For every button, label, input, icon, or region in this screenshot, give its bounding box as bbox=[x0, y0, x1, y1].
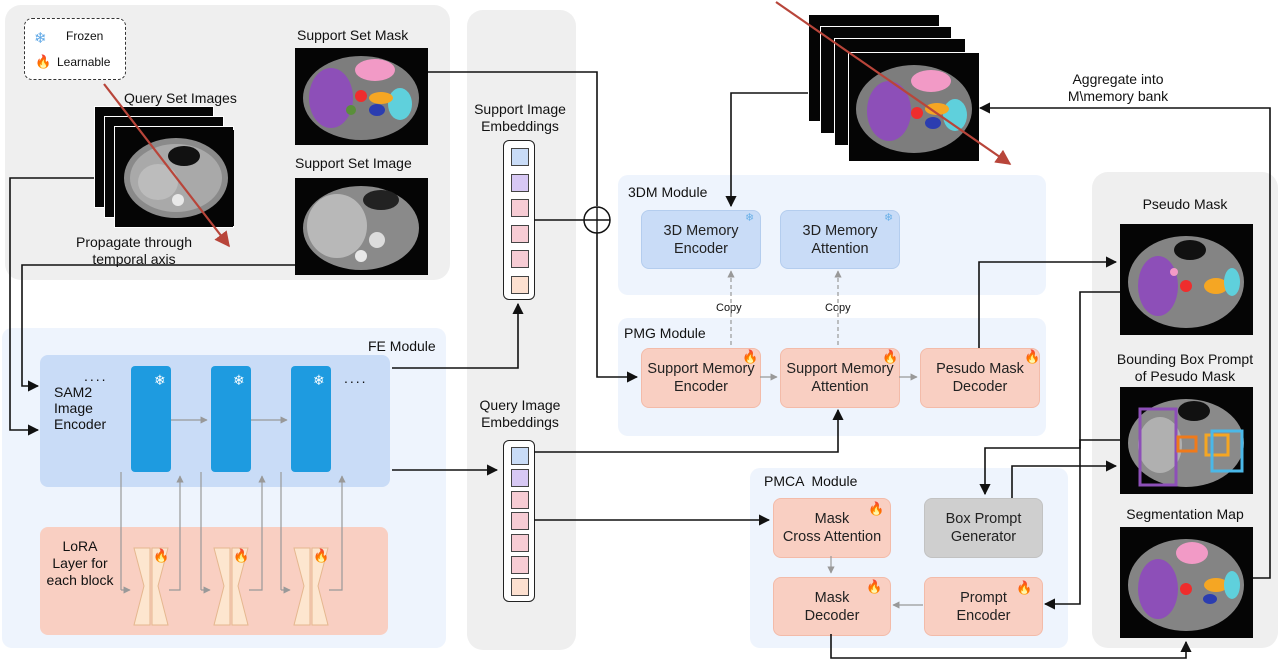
snowflake-icon: ❄ bbox=[34, 30, 47, 47]
encoder-dots-right: .... bbox=[344, 370, 368, 386]
embedding-cell bbox=[511, 512, 529, 531]
fire-icon: 🔥 bbox=[35, 54, 52, 69]
mask-decoder: Mask Decoder bbox=[773, 577, 891, 636]
embedding-cell bbox=[511, 173, 529, 192]
support-ct-image bbox=[295, 178, 428, 275]
embedding-cell bbox=[511, 556, 529, 574]
encoder-block-3 bbox=[291, 366, 331, 472]
support-memory-encoder: Support Memory Encoder bbox=[641, 348, 761, 408]
bbox-prompt-label: Bounding Box Prompt of Pesudo Mask bbox=[1116, 351, 1254, 384]
snowflake-icon: ❄ bbox=[884, 212, 894, 224]
plus-operator bbox=[583, 206, 611, 234]
fire-icon: 🔥 bbox=[742, 349, 759, 364]
pseudo-mask-label: Pseudo Mask bbox=[1142, 196, 1228, 212]
fire-icon: 🔥 bbox=[1016, 580, 1033, 595]
3d-memory-attention: 3D Memory Attention bbox=[780, 210, 900, 269]
box-prompt-generator: Box Prompt Generator bbox=[924, 498, 1043, 558]
pmg-module-title: PMG Module bbox=[624, 325, 706, 341]
aggregate-label: Aggregate into M\memory bank bbox=[1067, 71, 1169, 104]
support-image-embeddings-label: Support Image Embeddings bbox=[474, 101, 566, 134]
embedding-cell bbox=[511, 199, 529, 217]
segmentation-map-image bbox=[1120, 527, 1253, 638]
fire-icon: 🔥 bbox=[1024, 349, 1041, 364]
segmentation-map-label: Segmentation Map bbox=[1126, 506, 1244, 522]
encoder-block-2 bbox=[211, 366, 251, 472]
sam2-encoder-label: SAM2 Image Encoder bbox=[54, 384, 107, 432]
fire-icon: 🔥 bbox=[233, 548, 250, 563]
support-set-mask-label: Support Set Mask bbox=[297, 27, 409, 43]
support-set-image-label: Support Set Image bbox=[295, 155, 412, 171]
embedding-cell bbox=[511, 275, 529, 294]
snowflake-icon: ❄ bbox=[745, 212, 755, 224]
bbox-prompt-image bbox=[1120, 387, 1253, 494]
snowflake-icon: ❄ bbox=[313, 372, 325, 388]
embedding-cell bbox=[511, 224, 529, 243]
lora-label: LoRA Layer for each block bbox=[46, 538, 114, 588]
snowflake-icon: ❄ bbox=[154, 372, 166, 388]
dm3-module-title: 3DM Module bbox=[628, 184, 708, 200]
query-image-embeddings-label: Query Image Embeddings bbox=[479, 397, 561, 430]
embedding-cell bbox=[511, 148, 529, 166]
query-set-images-label: Query Set Images bbox=[124, 90, 237, 106]
embedding-cell bbox=[511, 577, 529, 596]
embedding-cell bbox=[511, 250, 529, 268]
embedding-cell bbox=[511, 447, 529, 465]
pseudo-mask-decoder: Pesudo Mask Decoder bbox=[920, 348, 1040, 408]
legend-frozen-label: Frozen bbox=[66, 29, 104, 43]
fire-icon: 🔥 bbox=[153, 548, 170, 563]
query-ct-image bbox=[118, 130, 234, 226]
embedding-cell bbox=[511, 534, 529, 553]
3d-memory-encoder: 3D Memory Encoder bbox=[641, 210, 761, 269]
copy-label-2: Copy bbox=[825, 302, 851, 314]
embedding-cell bbox=[511, 490, 529, 509]
support-memory-attention: Support Memory Attention bbox=[780, 348, 900, 408]
memory-ct-image bbox=[848, 52, 980, 162]
query-embedding-vector bbox=[503, 440, 535, 602]
pmca-module-title: PMCA Module bbox=[764, 473, 858, 489]
fire-icon: 🔥 bbox=[882, 349, 899, 364]
mask-cross-attention: Mask Cross Attention bbox=[773, 498, 891, 558]
fire-icon: 🔥 bbox=[868, 501, 885, 516]
encoder-dots-left: .... bbox=[84, 368, 108, 384]
prompt-encoder: Prompt Encoder bbox=[924, 577, 1043, 636]
pseudo-mask-image bbox=[1120, 224, 1253, 335]
legend-learnable-label: Learnable bbox=[57, 55, 111, 69]
fire-icon: 🔥 bbox=[866, 579, 883, 594]
support-embedding-vector bbox=[503, 140, 535, 300]
embedding-cell bbox=[511, 468, 529, 487]
copy-label-1: Copy bbox=[716, 302, 742, 314]
fe-module-title: FE Module bbox=[368, 338, 436, 354]
legend-box bbox=[24, 18, 126, 80]
support-mask-image bbox=[295, 48, 428, 145]
fire-icon: 🔥 bbox=[313, 548, 330, 563]
propagate-label: Propagate through temporal axis bbox=[76, 234, 192, 267]
snowflake-icon: ❄ bbox=[233, 372, 245, 388]
